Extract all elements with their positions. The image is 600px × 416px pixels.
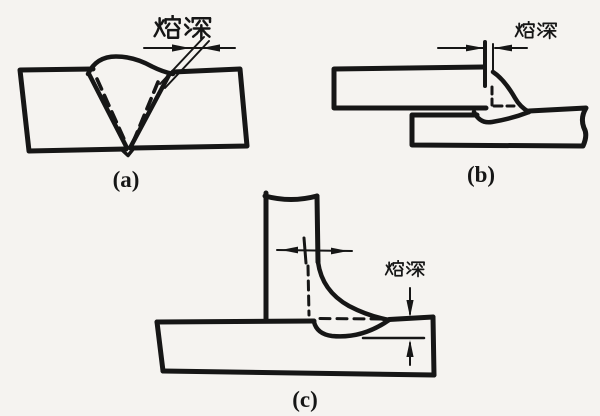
base-plate-bottom-edge xyxy=(160,368,437,378)
vertical-plate-top-edge xyxy=(262,193,320,202)
upper-plate xyxy=(331,64,489,111)
vertical-dimension-arrow-down-c xyxy=(406,300,414,317)
left-plate xyxy=(17,66,129,154)
figure-a-butt-joint: 熔深 (a) xyxy=(17,15,250,192)
weld-bottom-fusion xyxy=(311,317,392,339)
horizontal-dimension-arrow-right-c xyxy=(331,247,348,255)
extension-line-1 xyxy=(159,36,205,85)
groove-face-dashed-right xyxy=(132,80,160,142)
right-plate xyxy=(130,66,250,151)
figure-c-tee-joint: 熔深 (c) xyxy=(154,190,437,412)
weld-face xyxy=(315,259,392,323)
vertical-dimension-arrow-up-c xyxy=(406,340,414,357)
figure-b-lap-joint: 熔深 (b) xyxy=(331,21,589,187)
caption-b: (b) xyxy=(467,162,495,187)
weld-face xyxy=(490,69,532,115)
dimension-arrow-right-b xyxy=(494,44,512,52)
depth-label-c-text: 熔深 xyxy=(388,260,424,280)
base-plate-right-edge xyxy=(430,314,437,378)
dimension-arrow-left-a xyxy=(172,44,190,52)
vertical-plate-right-edge xyxy=(314,193,321,265)
depth-label-b-text: 熔深 xyxy=(519,21,555,41)
depth-label-a-text: 熔深 xyxy=(166,20,202,40)
weld-root-notch xyxy=(119,146,136,158)
base-plate-top-right xyxy=(386,314,436,322)
weld-bottom-fusion xyxy=(471,109,532,125)
base-plate-left-edge xyxy=(154,319,166,374)
groove-face-dashed-left xyxy=(95,77,126,141)
caption-a: (a) xyxy=(113,167,140,192)
fusion-dashed-vertical xyxy=(306,264,311,317)
weld-cap xyxy=(85,54,176,77)
caption-c: (c) xyxy=(292,387,318,412)
dimension-arrow-left-b xyxy=(466,44,484,52)
dimension-arrow-right-a xyxy=(202,44,220,52)
plate-surface-dashed-line xyxy=(318,317,388,321)
lower-plate xyxy=(409,105,589,149)
base-plate-top-left xyxy=(154,318,317,325)
horizontal-dimension-arrow-left-c xyxy=(281,246,298,254)
